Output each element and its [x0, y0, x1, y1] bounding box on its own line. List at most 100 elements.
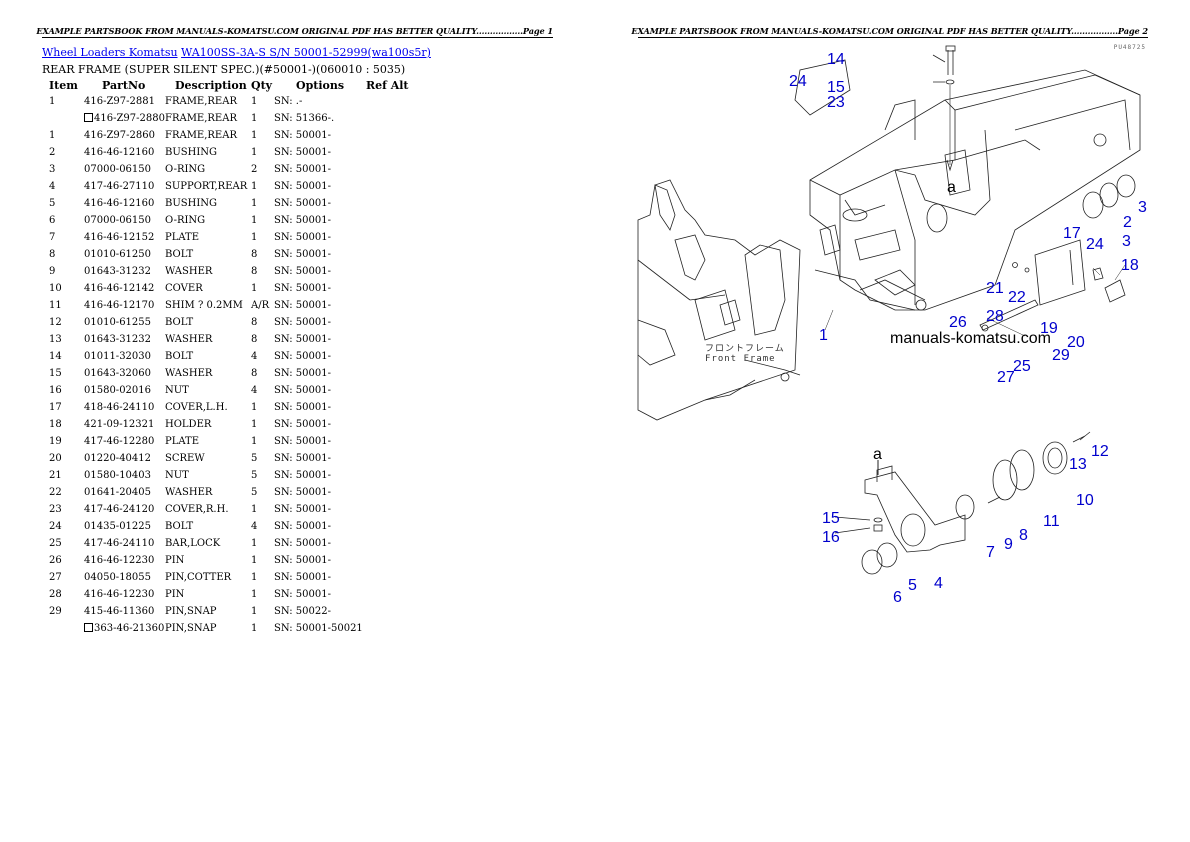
cell-ref-alt: [366, 144, 426, 161]
breadcrumb-link-model[interactable]: WA100SS-3A-S S/N 50001-52999(wa100s5r): [181, 46, 431, 59]
cell-qty: 1: [251, 436, 258, 447]
parts-table: Item PartNo Description Qty Options Ref …: [42, 77, 426, 637]
cell-description: PIN,SNAP: [165, 623, 217, 634]
callout-number: 2: [1123, 214, 1132, 231]
cell-qty: 1: [251, 283, 258, 294]
section-title: REAR FRAME (SUPER SILENT SPEC.)(#50001-)…: [42, 63, 406, 76]
cell-partno: 07000-06150: [84, 215, 152, 226]
table-header-row: Item PartNo Description Qty Options Ref …: [42, 77, 426, 93]
cell-item: 28: [49, 589, 62, 600]
cell-description: WASHER: [165, 334, 213, 345]
callout-number: 23: [827, 94, 845, 111]
cell-ref-alt: [366, 246, 426, 263]
column-header-ref-alt: Ref Alt: [366, 78, 409, 92]
cell-partno: 418-46-24110: [84, 402, 155, 413]
header-divider: [42, 37, 553, 38]
callout-number: 28: [986, 308, 1004, 325]
callout-number: 19: [1040, 320, 1058, 337]
cell-item: 6: [49, 215, 56, 226]
cell-options: SN: 50001-: [274, 385, 331, 396]
cell-item: 21: [49, 470, 62, 481]
cell-description: WASHER: [165, 368, 213, 379]
cell-qty: 1: [251, 402, 258, 413]
cell-partno: 421-09-12321: [84, 419, 155, 430]
bushing-rings: [1082, 174, 1136, 219]
cell-item: [42, 110, 84, 127]
cell-options: SN: 50001-: [274, 164, 331, 175]
cell-options: SN: 50001-: [274, 538, 331, 549]
cell-partno: 01641-20405: [84, 487, 152, 498]
cell-item: 26: [49, 555, 62, 566]
callout-number: 1: [819, 327, 828, 344]
cell-description: PIN: [165, 589, 185, 600]
cell-ref-alt: [366, 348, 426, 365]
callout-number: 3: [1122, 233, 1131, 250]
cell-qty: 1: [251, 215, 258, 226]
cell-options: SN: 50001-: [274, 266, 331, 277]
column-header-description: Description: [175, 78, 247, 92]
cell-qty: 5: [251, 487, 258, 498]
cell-description: O-RING: [165, 215, 206, 226]
callout-number: 9: [1004, 536, 1013, 553]
page-header: EXAMPLE PARTSBOOK FROM MANUALS-KOMATSU.C…: [631, 26, 1148, 36]
cell-options: SN: 50001-: [274, 419, 331, 430]
ref-letter-a-top: a: [947, 179, 956, 196]
cell-options: SN: 50001-: [274, 487, 331, 498]
cell-options: SN: 50001-: [274, 130, 331, 141]
cell-ref-alt: [366, 314, 426, 331]
front-frame-label: フロントフレーム Front Frame: [705, 344, 785, 365]
cell-description: FRAME,REAR: [165, 113, 237, 124]
cell-item: 20: [49, 453, 62, 464]
drawing-id: PU48725: [1113, 44, 1146, 51]
cell-item: 17: [49, 402, 62, 413]
cell-partno: 01010-61255: [84, 317, 152, 328]
cell-partno: 416-46-12160: [84, 198, 155, 209]
cell-ref-alt: [366, 280, 426, 297]
cell-options: SN: 50022-: [274, 606, 331, 617]
cell-item: 19: [49, 436, 62, 447]
cell-options: SN: 51366-.: [274, 113, 335, 124]
cell-ref-alt: [366, 569, 426, 586]
cell-qty: 1: [251, 198, 258, 209]
cell-description: SHIM ? 0.2MM: [165, 300, 243, 311]
cell-description: BUSHING: [165, 198, 218, 209]
cell-options: SN: 50001-: [274, 555, 331, 566]
cell-description: BOLT: [165, 317, 194, 328]
cell-item: 14: [49, 351, 62, 362]
cell-description: HOLDER: [165, 419, 212, 430]
cell-description: SCREW: [165, 453, 205, 464]
watermark: manuals-komatsu.com: [890, 330, 1051, 347]
cell-ref-alt: [366, 297, 426, 314]
cell-ref-alt: [366, 484, 426, 501]
cell-options: SN: 50001-: [274, 147, 331, 158]
cell-item: 12: [49, 317, 62, 328]
cell-description: WASHER: [165, 487, 213, 498]
cell-partno: 417-46-24110: [84, 538, 155, 549]
callout-number: 29: [1052, 347, 1070, 364]
cell-options: SN: 50001-: [274, 436, 331, 447]
cell-ref-alt: [366, 229, 426, 246]
callout-number: 17: [1063, 225, 1081, 242]
cell-qty: 8: [251, 266, 258, 277]
cell-description: BOLT: [165, 351, 194, 362]
cell-qty: 1: [251, 181, 258, 192]
cell-qty: 1: [251, 623, 258, 634]
breadcrumb-link-category[interactable]: Wheel Loaders Komatsu: [42, 46, 178, 59]
front-frame-label-jp: フロントフレーム: [705, 344, 785, 354]
cell-item: 15: [49, 368, 62, 379]
column-header-item: Item: [49, 78, 78, 92]
cell-item: 22: [49, 487, 62, 498]
cell-qty: 5: [251, 453, 258, 464]
cell-qty: 8: [251, 368, 258, 379]
cell-options: SN: 50001-: [274, 589, 331, 600]
